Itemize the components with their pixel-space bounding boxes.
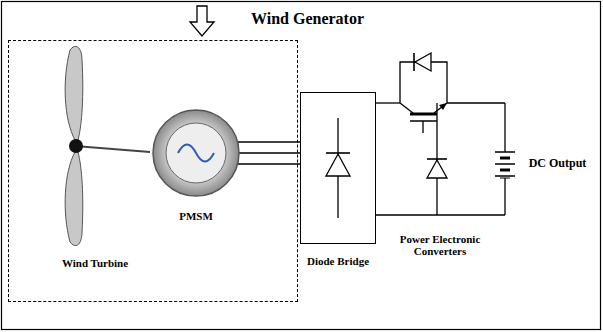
igbt-emitter [434,103,447,113]
wire [376,102,400,103]
pointer-arrow [190,6,214,36]
diode-bar [413,53,415,71]
battery-plate [495,163,515,165]
generator-circle: PMSM [151,108,241,198]
igbt-collector [400,103,413,113]
dashed-region: Wind GeneratorPMSM [8,40,298,302]
wire [376,214,505,215]
battery-plate [500,178,510,179]
turbine-blade [65,152,83,246]
three-phase-wires [238,142,300,164]
wire [447,102,505,103]
node-label: PMSM [179,210,213,222]
battery-plate [495,175,515,177]
wire [504,103,505,152]
battery-plate [500,169,510,172]
diode-symbol [326,154,350,176]
sine-symbol [178,145,214,162]
region-heading: Wind Generator [251,10,364,28]
diode-bar [427,158,447,160]
battery-plate [500,157,510,160]
igbt-body [410,113,437,116]
turbine-blade [65,46,83,140]
part-label: Power Electronic Converters [385,233,495,257]
rotor [166,123,226,183]
generator-outline [151,108,241,198]
igbt-gate-lead [422,121,423,133]
shaft [75,146,150,152]
wire [400,62,447,103]
part-label: Wind Turbine [40,257,150,269]
diode-bar [326,152,350,154]
phase-wire [238,141,300,142]
phase-wire [239,152,300,153]
diode-symbol [427,160,447,178]
output-label: DC Output [520,156,595,171]
stator [153,110,239,196]
phase-wire [238,163,300,164]
diode-symbol [415,53,431,71]
battery-plate [495,151,515,153]
bridge-box: Diode Bridge [300,92,376,244]
node-label: Diode Bridge [307,255,369,267]
igbt-arrow [439,103,447,110]
turbine-hub [69,139,83,153]
wire [504,178,505,215]
